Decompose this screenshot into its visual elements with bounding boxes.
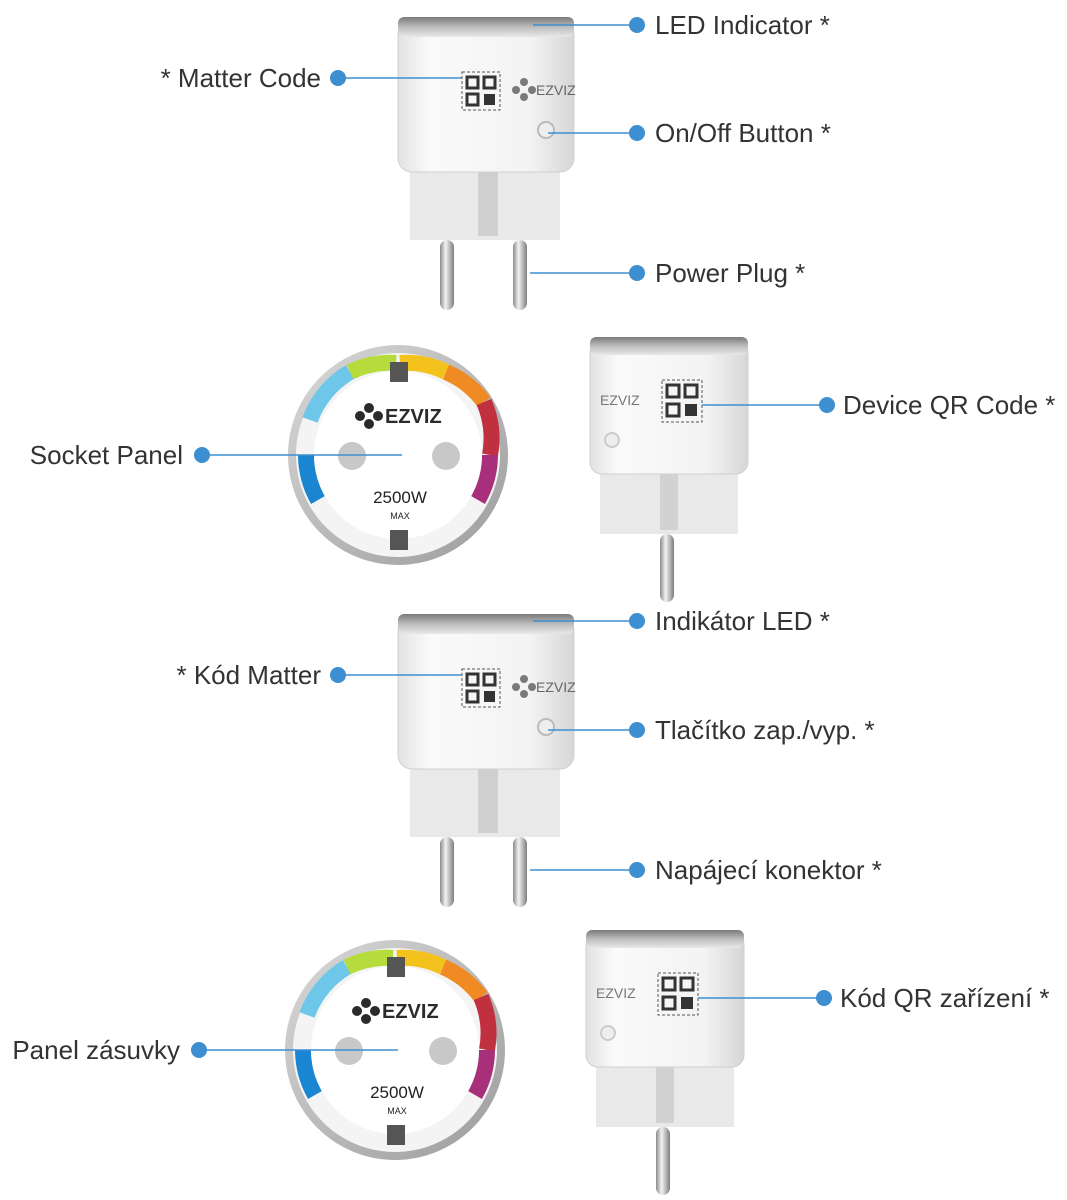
matter-qr-icon [461, 71, 501, 111]
callout-dot [819, 397, 835, 413]
matter-qr-icon [461, 668, 501, 708]
plug-side-view-cz: EZVIZ [585, 930, 745, 1195]
callout-dot [194, 447, 210, 463]
socket-rating-unit: MAX [387, 1106, 407, 1116]
ezviz-fan-logo-icon [352, 998, 380, 1024]
label-on-off-button-cz: Tlačítko zap./vyp. * [655, 715, 875, 745]
device-qr-icon [657, 972, 699, 1016]
plug-front-view-en: EZVIZ [397, 17, 576, 310]
callout-dot [629, 862, 645, 878]
callout-dot [330, 70, 346, 86]
label-led-indicator-cz: Indikátor LED * [655, 606, 830, 636]
led-strip [398, 17, 574, 37]
socket-rating: 2500W [370, 1083, 424, 1102]
label-device-qr-code: Device QR Code * [843, 390, 1056, 420]
plug-side-view-en: EZVIZ [589, 337, 749, 602]
plug-pin-right [513, 240, 527, 310]
device-qr-icon [661, 379, 703, 423]
brand-logo-text: EZVIZ [596, 985, 636, 1001]
callout-dot [629, 17, 645, 33]
callout-dot [629, 722, 645, 738]
ezviz-fan-logo-icon [512, 78, 536, 101]
label-led-indicator: LED Indicator * [655, 10, 830, 40]
ezviz-fan-logo-icon [355, 403, 383, 429]
callout-dot [629, 125, 645, 141]
plug-pin-left [440, 240, 454, 310]
callouts [191, 17, 835, 1058]
label-power-plug: Power Plug * [655, 258, 806, 288]
ezviz-fan-logo-icon [512, 675, 536, 698]
socket-rating: 2500W [373, 488, 427, 507]
power-button-icon [537, 718, 555, 736]
brand-logo-text: EZVIZ [385, 406, 442, 428]
callout-dot [629, 265, 645, 281]
socket-rating-unit: MAX [390, 511, 410, 521]
callout-dot [330, 667, 346, 683]
plug-front-view-cz: EZVIZ [397, 614, 576, 907]
label-socket-panel-cz: Panel zásuvky [12, 1035, 180, 1065]
label-matter-code-cz: * Kód Matter [176, 660, 321, 690]
label-power-plug-cz: Napájecí konektor * [655, 855, 882, 885]
label-on-off-button: On/Off Button * [655, 118, 831, 148]
callout-dot [629, 613, 645, 629]
callout-dot [191, 1042, 207, 1058]
power-button-icon [537, 121, 555, 139]
brand-logo-text: EZVIZ [600, 392, 640, 408]
label-socket-panel: Socket Panel [29, 440, 183, 470]
label-device-qr-code-cz: Kód QR zařízení * [840, 983, 1050, 1013]
plug-base-slot [478, 168, 498, 236]
brand-logo-text: EZVIZ [536, 679, 576, 695]
label-matter-code: * Matter Code [160, 63, 321, 93]
callout-dot [816, 990, 832, 1006]
brand-logo-text: EZVIZ [536, 82, 576, 98]
brand-logo-text: EZVIZ [382, 1001, 439, 1023]
